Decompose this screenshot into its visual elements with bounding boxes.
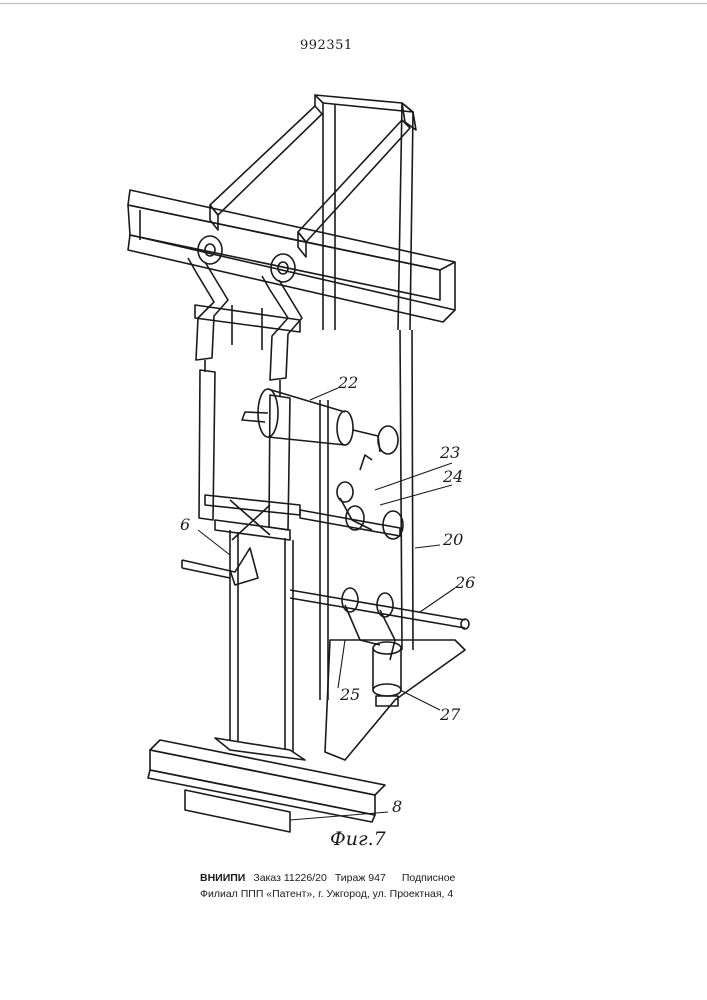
callout-23: 23 bbox=[439, 443, 460, 462]
trolley-rollers bbox=[188, 236, 302, 380]
footer-line-1: ВНИИПИ Заказ 11226/20 Тираж 947 Подписное bbox=[200, 870, 455, 886]
subscription-note: Подписное bbox=[402, 872, 456, 884]
footer-line-2: Филиал ППП «Патент», г. Ужгород, ул. Про… bbox=[200, 886, 455, 902]
i-beam bbox=[128, 190, 455, 322]
order-number: Заказ 11226/20 bbox=[253, 872, 326, 884]
top-frame bbox=[210, 95, 416, 330]
callout-8: 8 bbox=[392, 797, 402, 816]
publication-footer: ВНИИПИ Заказ 11226/20 Тираж 947 Подписное Ф… bbox=[200, 870, 455, 902]
callout-24: 24 bbox=[442, 467, 463, 486]
vertical-links bbox=[199, 360, 290, 530]
base-rails bbox=[148, 640, 465, 832]
publisher-name: ВНИИПИ bbox=[200, 872, 245, 884]
figure-caption: Фиг.7 bbox=[330, 828, 386, 850]
lower-frame bbox=[205, 330, 413, 752]
print-run: Тираж 947 bbox=[335, 872, 386, 884]
callout-25: 25 bbox=[339, 685, 360, 704]
arrow-6 bbox=[182, 548, 258, 585]
callout-27: 27 bbox=[439, 705, 461, 724]
shaft-26 bbox=[290, 588, 469, 660]
callout-20: 20 bbox=[442, 530, 463, 549]
callout-22: 22 bbox=[337, 373, 358, 392]
callout-26: 26 bbox=[454, 573, 475, 592]
cylinder-27 bbox=[373, 642, 401, 706]
callout-6: 6 bbox=[180, 515, 190, 534]
shaft-levers bbox=[300, 455, 403, 539]
